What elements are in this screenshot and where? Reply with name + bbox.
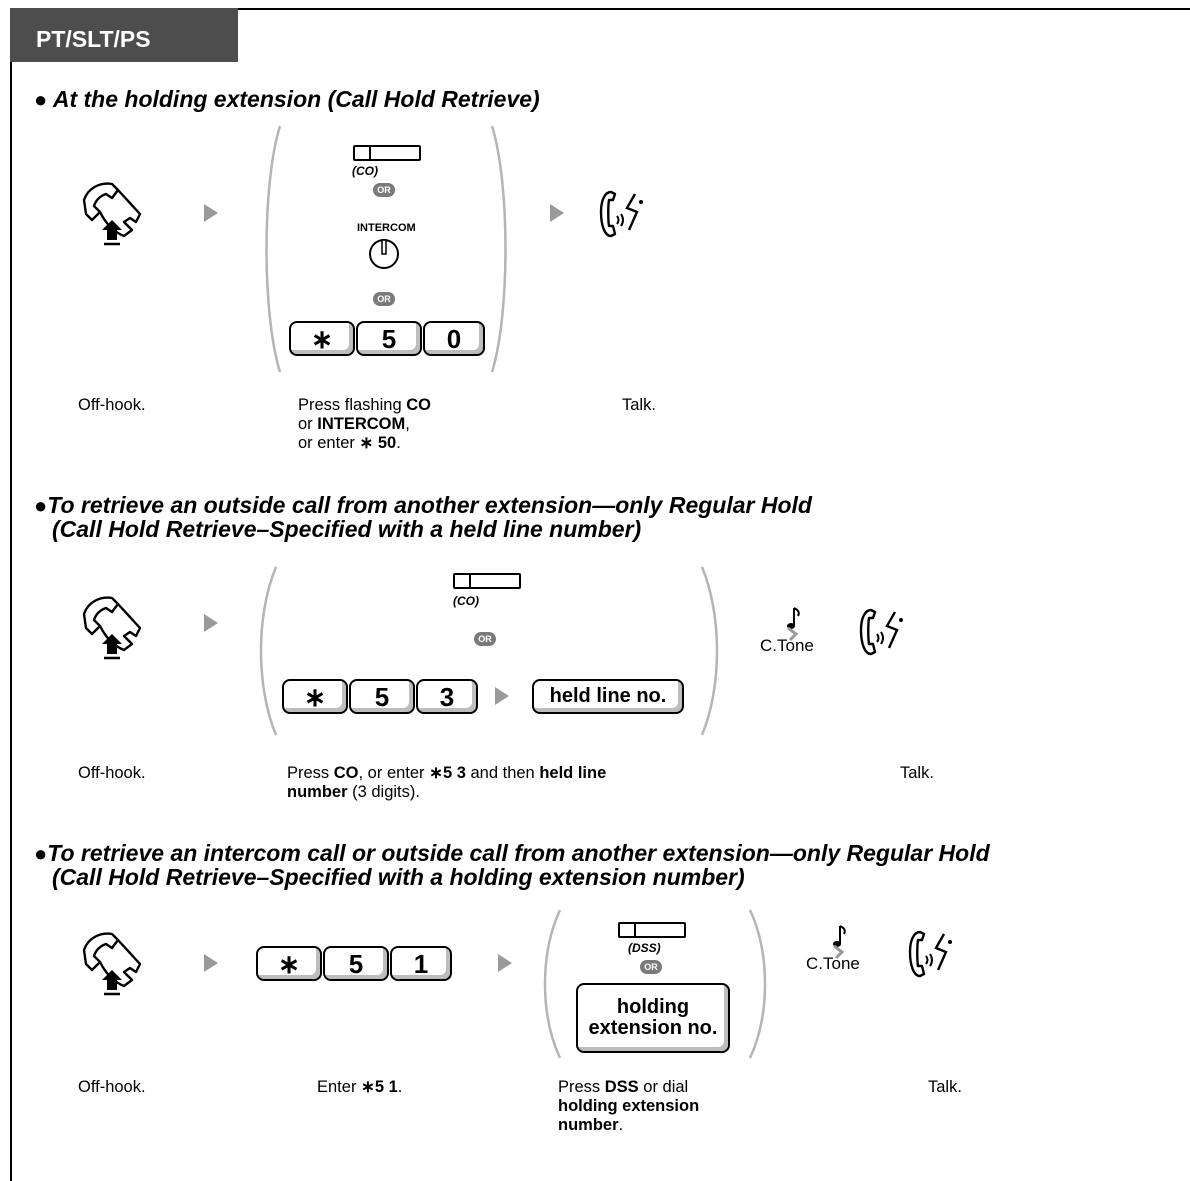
holding-extension-key: holding extension no.	[576, 983, 730, 1053]
section-3-subtitle: (Call Hold Retrieve–Specified with a hol…	[52, 864, 745, 890]
caption-offhook: Off-hook.	[78, 1078, 146, 1096]
arrow-icon	[550, 204, 564, 222]
arrow-icon	[495, 687, 509, 705]
caption-talk: Talk.	[928, 1078, 962, 1096]
section-1-title: ● At the holding extension (Call Hold Re…	[34, 86, 540, 112]
handset-offhook-icon	[82, 182, 142, 246]
handset-offhook-icon	[82, 932, 142, 996]
section-1-title-text: At the holding extension (Call Hold Retr…	[52, 86, 540, 112]
caption-talk: Talk.	[900, 764, 934, 782]
or-badge: OR	[640, 960, 662, 974]
co-label: (CO)	[453, 594, 479, 608]
left-paren	[259, 566, 278, 736]
arrow-icon	[204, 954, 218, 972]
dss-button-icon	[618, 922, 686, 938]
left-paren	[265, 125, 282, 373]
right-paren	[700, 566, 719, 736]
key-1: 1	[390, 946, 452, 981]
key-star: ∗	[282, 679, 348, 714]
handset-offhook-icon	[82, 596, 142, 660]
or-badge: OR	[373, 183, 395, 197]
talk-icon	[859, 608, 905, 656]
bullet-icon: ●	[34, 493, 48, 518]
key-5: 5	[323, 946, 389, 981]
key-5: 5	[349, 679, 415, 714]
key-star: ∗	[256, 946, 322, 981]
header-tab: PT/SLT/PS	[10, 8, 238, 62]
co-label: (CO)	[352, 164, 378, 178]
key-star: ∗	[289, 321, 355, 356]
key-3: 3	[416, 679, 478, 714]
ctone-label: C.Tone	[806, 954, 860, 973]
talk-icon	[908, 930, 954, 978]
bullet-icon: ●	[34, 841, 48, 866]
talk-icon	[599, 190, 645, 238]
caption-press-dss: Press DSS or dial holding extension numb…	[558, 1078, 700, 1134]
dss-label: (DSS)	[628, 941, 661, 955]
section-2-subtitle: (Call Hold Retrieve–Specified with a hel…	[52, 516, 642, 542]
or-badge: OR	[373, 292, 395, 306]
caption-talk: Talk.	[622, 396, 656, 414]
section-3-title: ●To retrieve an intercom call or outside…	[34, 840, 990, 866]
arrow-icon	[204, 204, 218, 222]
caption-press: Press flashing CO or INTERCOM, or enter …	[298, 396, 431, 452]
section-2-title: ●To retrieve an outside call from anothe…	[34, 492, 812, 518]
intercom-button-icon	[369, 239, 399, 269]
held-line-key: held line no.	[532, 679, 684, 714]
co-button-icon	[353, 145, 421, 161]
arrow-icon	[498, 954, 512, 972]
co-button-icon	[453, 573, 521, 589]
left-paren	[543, 909, 562, 1059]
intercom-label: INTERCOM	[357, 222, 416, 234]
key-0: 0	[423, 321, 485, 356]
right-paren	[490, 125, 507, 373]
caption-enter: Enter ∗5 1.	[317, 1078, 403, 1096]
or-badge: OR	[474, 632, 496, 646]
key-5: 5	[356, 321, 422, 356]
right-paren	[748, 909, 767, 1059]
arrow-icon	[204, 614, 218, 632]
caption-offhook: Off-hook.	[78, 764, 146, 782]
caption-press-co: Press CO, or enter ∗5 3 and then held li…	[287, 764, 607, 801]
caption-offhook: Off-hook.	[78, 396, 146, 414]
bullet-icon: ●	[34, 87, 48, 112]
content-frame	[10, 8, 1190, 1181]
ctone-label: C.Tone	[760, 636, 814, 655]
